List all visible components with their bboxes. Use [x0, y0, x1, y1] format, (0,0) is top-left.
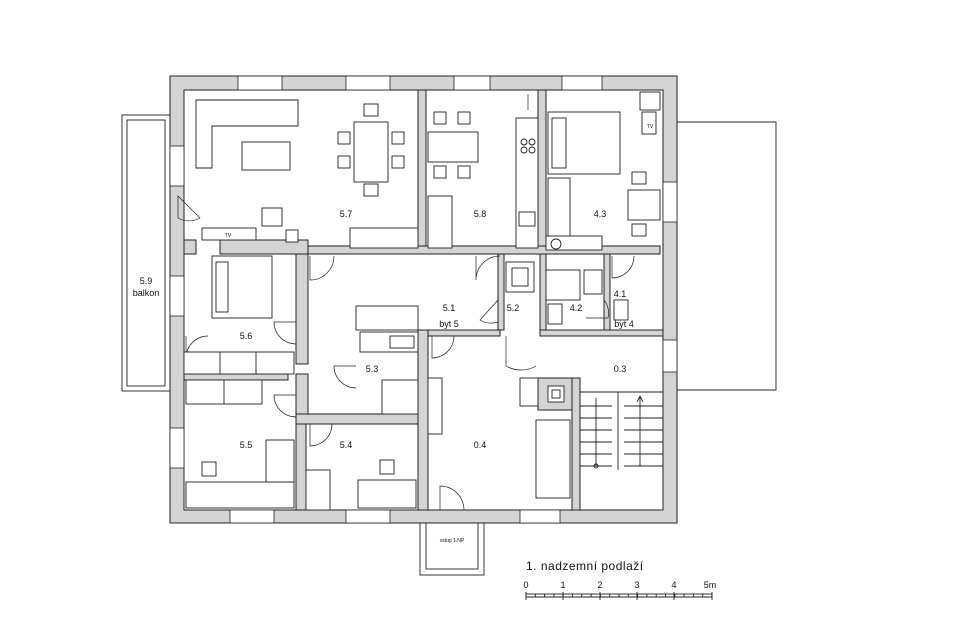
scale-tick-label-0: 0	[523, 580, 528, 590]
room-label-5-1: 5.1	[443, 303, 456, 313]
scale-tick-label-1: 1	[560, 580, 565, 590]
room-labels: 5.7 5.8 4.3 5.6 5.1 byt 5 5.2 4.2 4.1 by…	[133, 209, 634, 450]
balcony	[121, 114, 171, 392]
plan-title: 1. nadzemní podlaží	[526, 559, 644, 573]
tv-label-2: TV	[647, 124, 654, 130]
entrance-vestibule: vstup 1.NP	[419, 522, 485, 576]
room-5-8-furniture	[427, 111, 539, 249]
hall-0-4-furniture	[427, 377, 571, 499]
staircase	[580, 391, 663, 470]
plan-title-block: 1. nadzemní podlaží	[526, 559, 644, 573]
scale-tick-label-3: 3	[634, 580, 639, 590]
room-label-4-1-sub: byt 4	[614, 319, 634, 329]
terrace	[676, 121, 777, 391]
room-label-5-8: 5.8	[474, 209, 487, 219]
bathroom-fixtures	[505, 261, 629, 325]
room-label-0-3: 0.3	[614, 364, 627, 374]
room-4-3-furniture: TV	[545, 91, 661, 251]
room-label-5-3: 5.3	[366, 364, 379, 374]
doors	[177, 94, 635, 511]
room-label-4-1: 4.1	[614, 289, 627, 299]
scale-tick-label-2: 2	[597, 580, 602, 590]
room-label-5-4: 5.4	[340, 440, 353, 450]
room-label-5-9: 5.9	[140, 276, 153, 286]
scale-bar: 0 1 2 3 4 5m	[523, 580, 716, 600]
room-label-5-5: 5.5	[240, 440, 253, 450]
room-5-7-furniture: TV	[195, 99, 419, 249]
tv-label-1: TV	[225, 233, 232, 239]
room-5-3-furniture	[355, 305, 419, 415]
room-label-4-3: 4.3	[594, 209, 607, 219]
room-5-5-furniture	[185, 379, 295, 509]
room-label-4-2: 4.2	[570, 303, 583, 313]
windows	[169, 75, 678, 524]
room-label-5-2: 5.2	[507, 303, 520, 313]
room-label-5-1-sub: byt 5	[439, 319, 459, 329]
room-5-6-furniture	[183, 255, 295, 375]
entrance-label: vstup 1.NP	[440, 538, 465, 544]
scale-tick-label-5: 5m	[704, 580, 717, 590]
scale-tick-label-4: 4	[671, 580, 676, 590]
room-5-4-furniture	[305, 459, 417, 511]
room-label-5-7: 5.7	[340, 209, 353, 219]
room-label-5-9-sub: balkon	[133, 288, 160, 298]
room-label-5-6: 5.6	[240, 331, 253, 341]
room-label-0-4: 0.4	[474, 440, 487, 450]
